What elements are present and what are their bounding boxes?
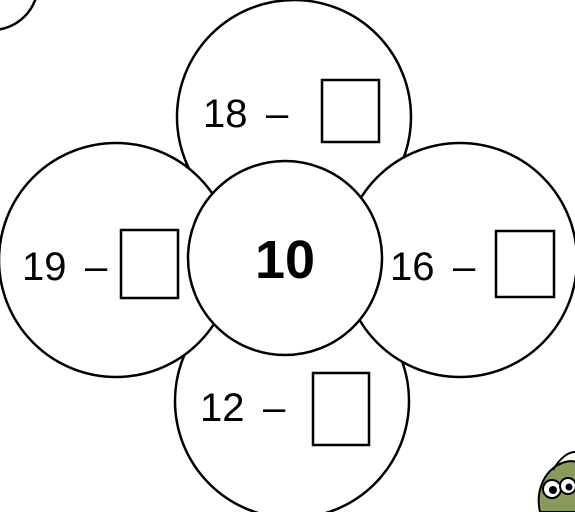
petal-right-minuend: 16 <box>390 245 435 289</box>
petal-top-minuend: 18 <box>203 92 248 136</box>
petal-top-expression: 18 – <box>203 78 381 144</box>
petal-bottom-operator: – <box>263 386 286 430</box>
petal-bottom-minuend: 12 <box>200 386 245 430</box>
petal-right-expression: 16 – <box>390 229 556 299</box>
corner-badge-icon <box>0 0 37 31</box>
petal-top-answer-box[interactable] <box>320 78 381 144</box>
petal-right-operator: – <box>453 245 476 289</box>
petal-left-operator: – <box>85 245 108 289</box>
petal-bottom-expression: 12 – <box>200 371 371 447</box>
petal-top-operator: – <box>266 92 289 136</box>
petal-left-answer-box[interactable] <box>119 228 180 300</box>
turtle-mascot-icon <box>537 451 575 512</box>
petal-left-minuend: 19 <box>22 245 67 289</box>
petal-right-answer-box[interactable] <box>494 229 556 299</box>
center-number: 10 <box>255 230 315 290</box>
petal-bottom-answer-box[interactable] <box>311 371 371 447</box>
petal-left-expression: 19 – <box>22 228 180 300</box>
center-circle <box>186 159 384 357</box>
